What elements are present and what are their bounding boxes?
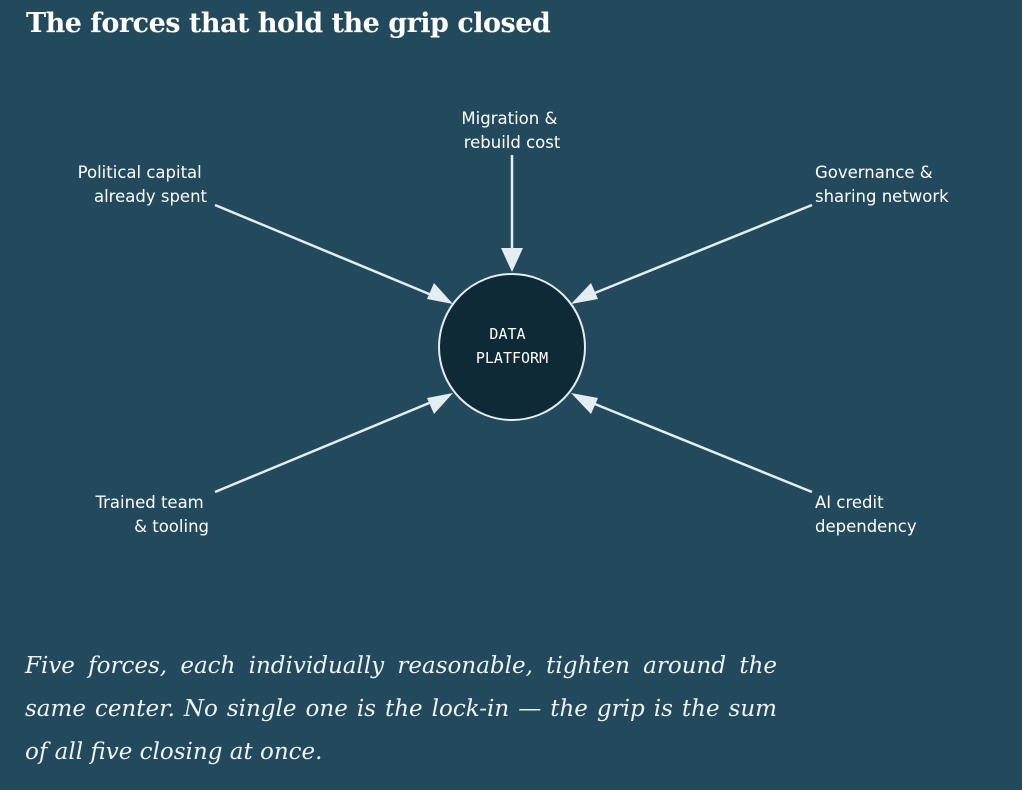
arrow-ai-credit (579, 396, 813, 494)
force-label-governance-network: Governance & sharing network (815, 163, 949, 206)
arrowhead-migration-cost (501, 248, 523, 272)
data-platform-label: DATA PLATFORM (476, 325, 548, 367)
diagram-title: The forces that hold the grip closed (26, 8, 551, 39)
data-platform-node (438, 273, 586, 421)
force-label-ai-credit: AI credit dependency (815, 493, 917, 536)
force-label-trained-team: Trained team & tooling (94, 493, 209, 536)
arrowhead-trained-team (427, 393, 453, 414)
arrow-trained-team (214, 394, 447, 494)
force-label-political-capital: Political capital already spent (78, 163, 208, 206)
arrowhead-ai-credit (571, 393, 598, 414)
arrow-political-capital (214, 203, 447, 303)
arrowhead-governance-network (571, 283, 598, 304)
forces-diagram: DATA PLATFORM Political capital already … (78, 109, 950, 536)
arrow-governance-network (579, 203, 813, 301)
diagram-caption: Five forces, each individually reasonabl… (25, 653, 777, 765)
force-label-migration-cost: Migration & rebuild cost (461, 109, 562, 152)
arrowhead-political-capital (427, 283, 453, 304)
